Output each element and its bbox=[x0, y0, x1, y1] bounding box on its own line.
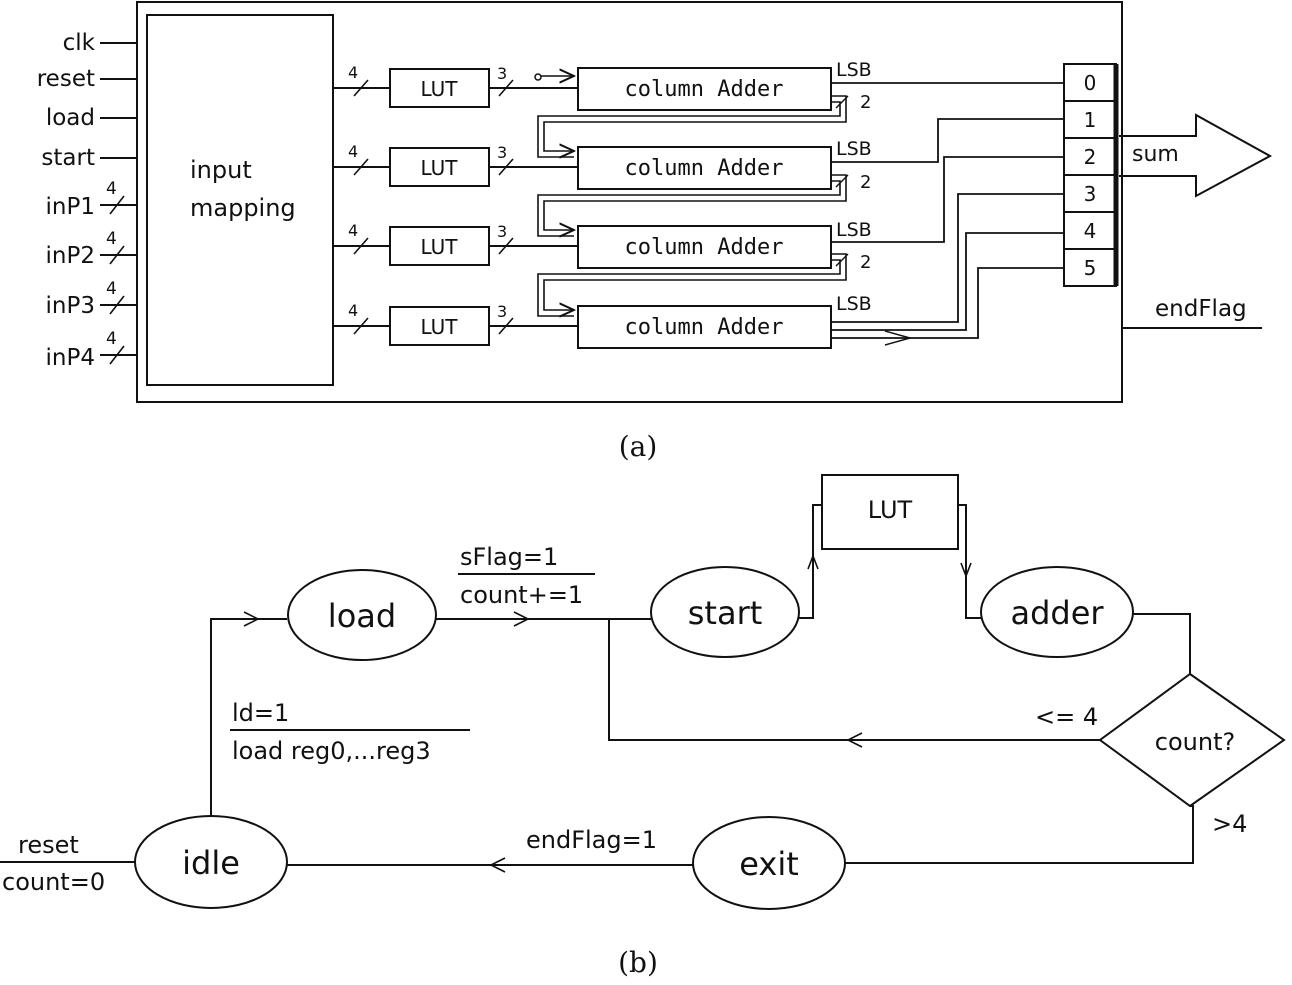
carry-in-dot bbox=[534, 73, 542, 81]
lut-label-4: LUT bbox=[420, 315, 458, 339]
sum-bit-2: 2 bbox=[1084, 145, 1097, 169]
decision-to-exit-transition bbox=[845, 805, 1194, 864]
lsb-label-2: LSB bbox=[836, 138, 872, 160]
lut-row-2: 4 LUT 3 bbox=[333, 142, 578, 187]
inp1-width: 4 bbox=[106, 179, 117, 199]
sum-bit-1: 1 bbox=[1084, 108, 1097, 132]
idle-to-load-transition bbox=[210, 618, 287, 816]
column-adder-1 bbox=[577, 67, 832, 111]
state-adder bbox=[980, 566, 1134, 658]
caption-a: (a) bbox=[619, 430, 658, 463]
state-idle-label: idle bbox=[182, 844, 240, 882]
column-adders: column Adder column Adder column Adder c… bbox=[577, 67, 832, 349]
exit-condition-label: >4 bbox=[1212, 810, 1247, 838]
inp1-label: inP1 bbox=[46, 194, 95, 220]
start-label: start bbox=[41, 145, 95, 171]
clk-label: clk bbox=[63, 30, 96, 56]
column-adder-3 bbox=[577, 225, 832, 269]
carry-width-3: 2 bbox=[860, 252, 871, 273]
state-load-label: load bbox=[328, 597, 396, 635]
input-mapping-label-line1: input bbox=[190, 156, 252, 184]
load-to-start-action: count+=1 bbox=[460, 581, 583, 609]
carry-paths: 2 2 2 bbox=[537, 92, 871, 316]
sum-output-arrow bbox=[1119, 113, 1273, 198]
sum-register: 0 1 2 3 4 5 bbox=[1063, 63, 1119, 287]
lut-process-box bbox=[821, 474, 959, 550]
exit-to-idle-label: endFlag=1 bbox=[526, 826, 657, 854]
lut3-out-width: 3 bbox=[497, 222, 507, 241]
panel-b-state-machine: load start adder idle exit LUT count? re… bbox=[0, 474, 1286, 979]
lut-label-3: LUT bbox=[420, 235, 458, 259]
count-decision-label: count? bbox=[1155, 728, 1235, 756]
panel-a-block-diagram: input mapping clk reset load start inP1 … bbox=[37, 1, 1273, 463]
input-mapping-box bbox=[146, 14, 334, 386]
lsb-label-3: LSB bbox=[836, 219, 872, 241]
sum-bit-3: 3 bbox=[1084, 182, 1097, 206]
inp4-label: inP4 bbox=[46, 345, 95, 371]
lut-to-adder-transition bbox=[958, 504, 981, 619]
state-exit-label: exit bbox=[739, 845, 799, 883]
column-adder-label-3: column Adder bbox=[625, 235, 784, 260]
load-to-start-condition: sFlag=1 bbox=[460, 543, 558, 571]
sum-bit-0: 0 bbox=[1084, 71, 1097, 95]
adder-to-decision-transition bbox=[1133, 613, 1191, 674]
end-flag-label: endFlag bbox=[1155, 296, 1247, 322]
lut-process-label: LUT bbox=[868, 496, 913, 524]
state-transitions: reset count=0 ld=1 load reg0,...reg3 sFl… bbox=[0, 504, 1247, 896]
carry-width-2: 2 bbox=[860, 172, 871, 193]
column-adder-label-2: column Adder bbox=[625, 156, 784, 181]
lsb-outputs: LSB LSB LSB LSB bbox=[831, 59, 1064, 346]
inp4-width: 4 bbox=[106, 329, 117, 349]
caption-b: (b) bbox=[618, 946, 658, 979]
loop-back-transition bbox=[608, 619, 1100, 741]
column-adder-label-4: column Adder bbox=[625, 315, 784, 340]
column-adder-4 bbox=[577, 305, 832, 349]
column-adder-label-1: column Adder bbox=[625, 77, 784, 102]
lut-row-1: 4 LUT 3 bbox=[333, 63, 578, 108]
lut-row-4: 4 LUT 3 bbox=[333, 301, 578, 346]
lut-row-3: 4 LUT 3 bbox=[333, 221, 578, 266]
idle-to-load-condition: ld=1 bbox=[232, 699, 289, 727]
state-load bbox=[287, 569, 437, 661]
idle-to-load-action: load reg0,...reg3 bbox=[232, 737, 431, 765]
lut2-in-width: 4 bbox=[348, 142, 358, 161]
reset-count-label: count=0 bbox=[2, 868, 105, 896]
outer-module-box bbox=[136, 1, 1123, 403]
state-start-label: start bbox=[688, 594, 763, 632]
reset-transition-label: reset bbox=[18, 831, 79, 859]
lut-label-2: LUT bbox=[420, 156, 458, 180]
state-adder-label: adder bbox=[1010, 594, 1104, 632]
inp2-label: inP2 bbox=[46, 243, 95, 269]
inp3-label: inP3 bbox=[46, 293, 95, 319]
loop-condition-label: <= 4 bbox=[1035, 703, 1098, 731]
lut1-in-width: 4 bbox=[348, 63, 358, 82]
inp2-width: 4 bbox=[106, 229, 117, 249]
lut4-in-width: 4 bbox=[348, 301, 358, 320]
state-start bbox=[650, 566, 800, 658]
carry-width-1: 2 bbox=[860, 92, 871, 113]
sum-bit-4: 4 bbox=[1084, 219, 1097, 243]
reset-label: reset bbox=[37, 66, 95, 92]
sum-bit-5: 5 bbox=[1084, 256, 1097, 280]
lut4-out-width: 3 bbox=[497, 302, 507, 321]
lsb-label-4: LSB bbox=[836, 293, 872, 315]
lut-label-1: LUT bbox=[420, 77, 458, 101]
lut1-out-width: 3 bbox=[497, 64, 507, 83]
sum-label: sum bbox=[1132, 142, 1179, 167]
start-to-lut-transition bbox=[799, 504, 822, 619]
lut2-out-width: 3 bbox=[497, 143, 507, 162]
inp3-width: 4 bbox=[106, 279, 117, 299]
column-adder-2 bbox=[577, 146, 832, 190]
input-mapping-label-line2: mapping bbox=[190, 194, 296, 222]
input-signals: clk reset load start inP1 inP2 inP3 inP4… bbox=[37, 30, 137, 371]
lut3-in-width: 4 bbox=[348, 221, 358, 240]
load-label: load bbox=[46, 105, 95, 131]
lsb-label-1: LSB bbox=[836, 59, 872, 81]
